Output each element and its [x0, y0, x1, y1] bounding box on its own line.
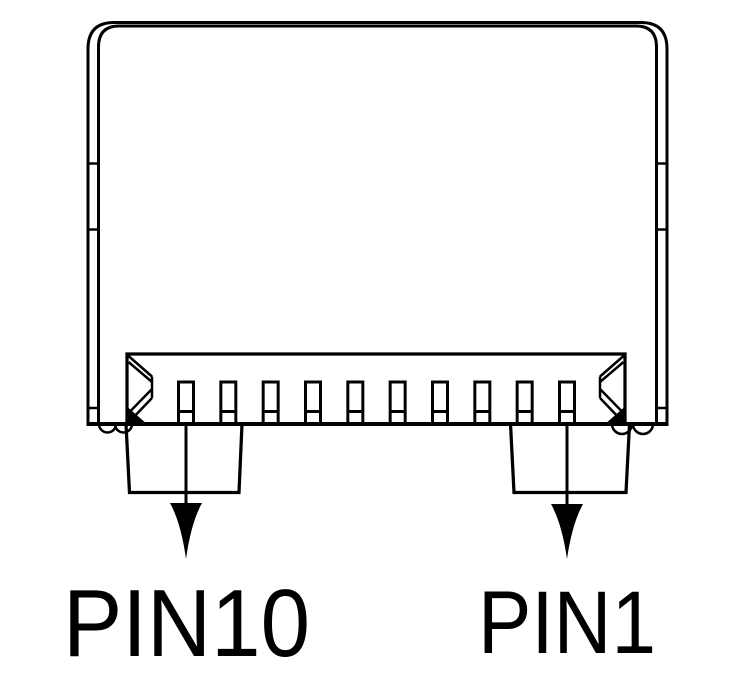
feet-left: [97, 423, 134, 434]
arrow-pin1: [551, 424, 583, 559]
tab-right-outline: [508, 422, 632, 495]
pin10-label: PIN10: [63, 570, 310, 677]
body-inner-outline: [97, 24, 658, 424]
arrow-pin10: [170, 424, 202, 559]
arrow-pin1-head: [551, 504, 583, 559]
pin: [388, 380, 407, 424]
body-outer-outline: [86, 21, 669, 424]
pin: [304, 380, 322, 424]
pin: [558, 380, 576, 424]
pin: [431, 380, 449, 424]
strip-chamfer-left: [127, 355, 154, 424]
pins: [177, 380, 576, 424]
pin: [261, 380, 280, 424]
chamfer-right-fill: [605, 407, 625, 424]
mounting-feet: [97, 423, 655, 436]
pin: [346, 380, 365, 424]
pin: [473, 380, 492, 424]
pin: [177, 380, 195, 424]
connector-body: [86, 21, 669, 436]
pin-strip: [125, 352, 627, 426]
arrow-pin10-head: [170, 503, 202, 559]
pin: [515, 380, 534, 424]
pin: [219, 380, 238, 424]
tab-left-outline: [124, 422, 244, 495]
feet-right: [610, 423, 655, 436]
solder-tab-left: [124, 422, 244, 495]
chamfer-right-lines: [598, 355, 625, 422]
chamfer-left-fill: [127, 407, 147, 424]
strip-chamfer-right: [598, 355, 625, 424]
chamfer-left-lines: [127, 355, 154, 422]
solder-tab-right: [508, 422, 632, 495]
pin1-label: PIN1: [478, 572, 656, 672]
body-side-ticks: [87, 162, 668, 410]
strip-outline: [125, 352, 627, 426]
